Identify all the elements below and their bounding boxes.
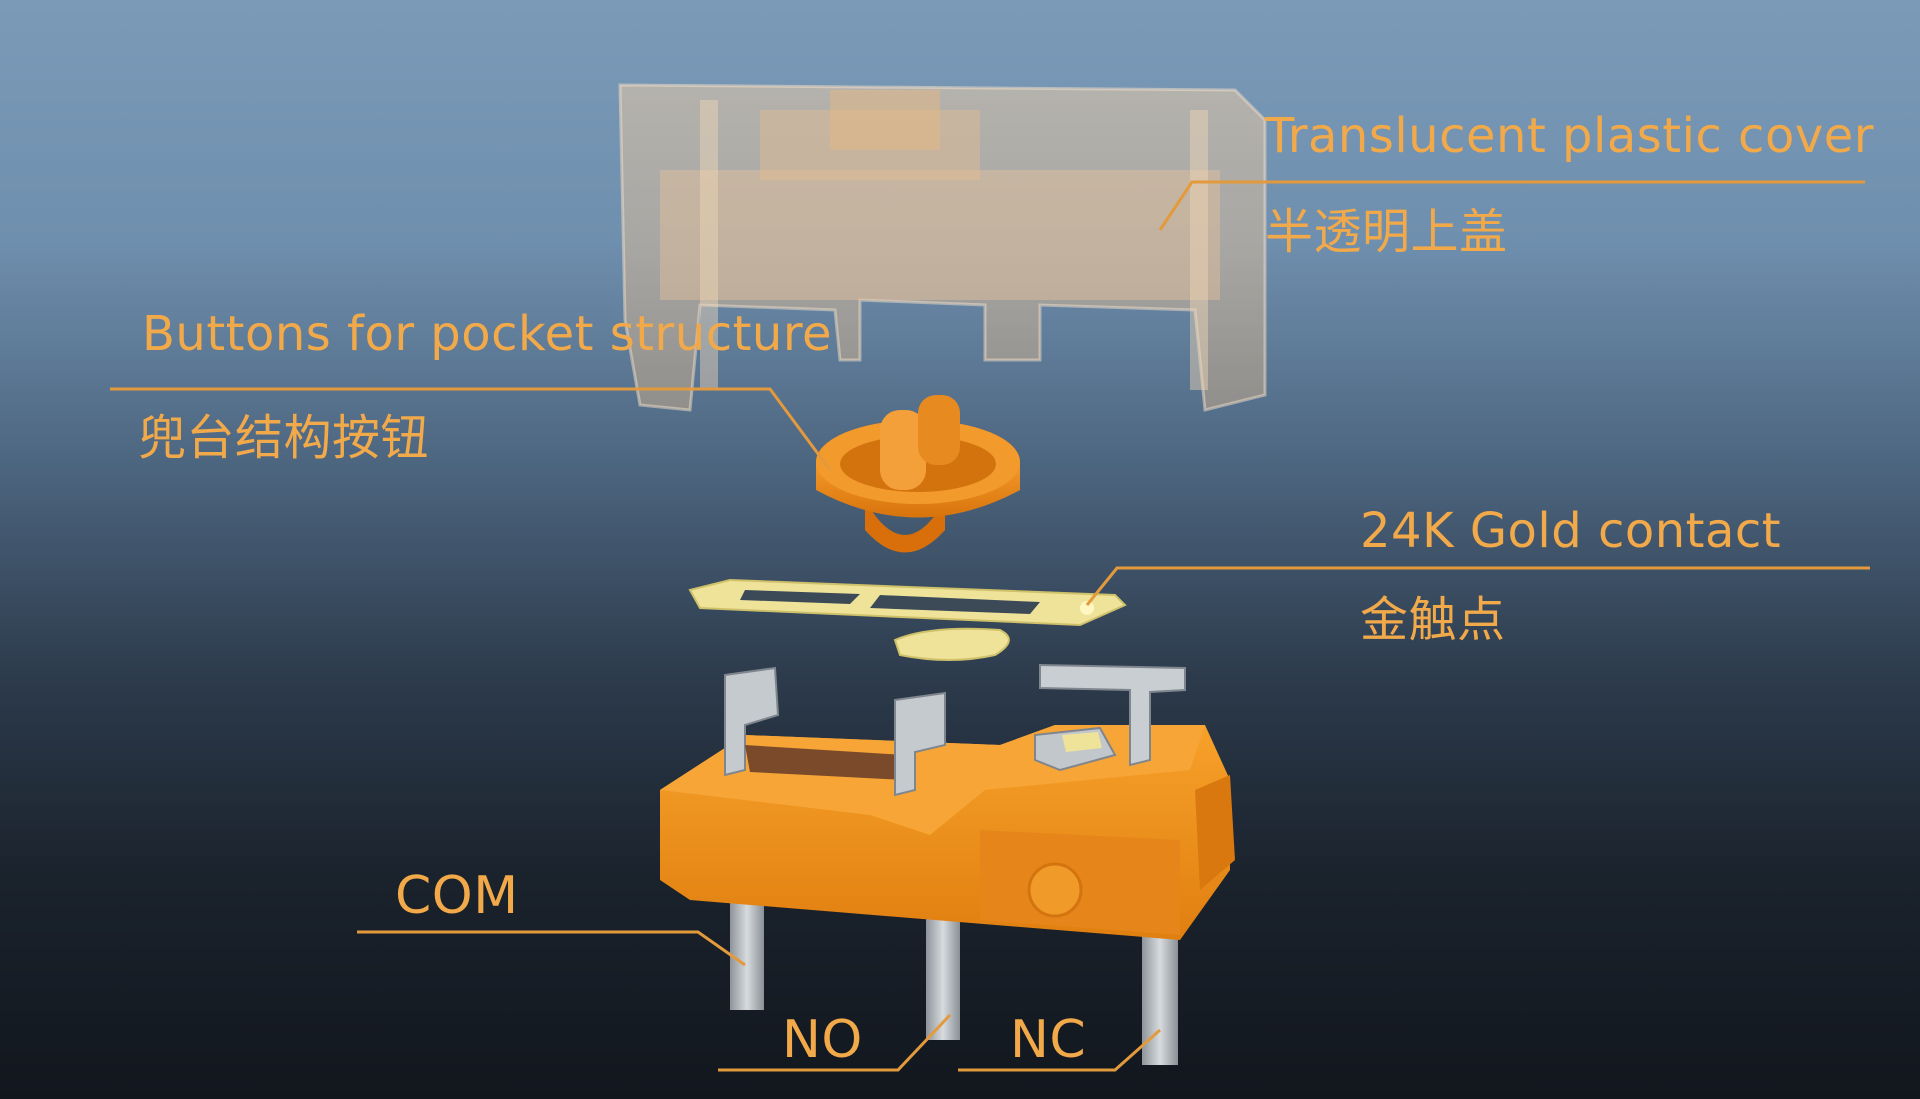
button-label-cn: 兜台结构按钮 bbox=[138, 410, 430, 466]
translucent-cover bbox=[618, 83, 1267, 412]
cover-leader-line bbox=[1158, 180, 1865, 231]
no-leader-line bbox=[718, 1013, 952, 1072]
contact-leader-line bbox=[1085, 566, 1870, 606]
terminal-pins bbox=[730, 900, 1178, 1065]
nc-leader-line bbox=[958, 1028, 1161, 1072]
no-label: NO bbox=[782, 1010, 863, 1070]
contact-label-cn: 金触点 bbox=[1360, 592, 1506, 648]
leader-lines bbox=[110, 180, 1870, 1072]
gold-contact bbox=[688, 578, 1127, 661]
button-label-en: Buttons for pocket structure bbox=[142, 306, 833, 362]
contact-label-en: 24K Gold contact bbox=[1360, 503, 1782, 559]
com-leader-line bbox=[357, 930, 746, 967]
com-label: COM bbox=[395, 866, 519, 926]
cover-label-cn: 半透明上盖 bbox=[1265, 204, 1508, 260]
cover-label-en: Translucent plastic cover bbox=[1265, 108, 1874, 164]
nc-label: NC bbox=[1010, 1010, 1087, 1070]
button-leader-line bbox=[110, 387, 832, 471]
metal-terminals bbox=[724, 663, 1186, 797]
pocket-button bbox=[816, 395, 1020, 553]
